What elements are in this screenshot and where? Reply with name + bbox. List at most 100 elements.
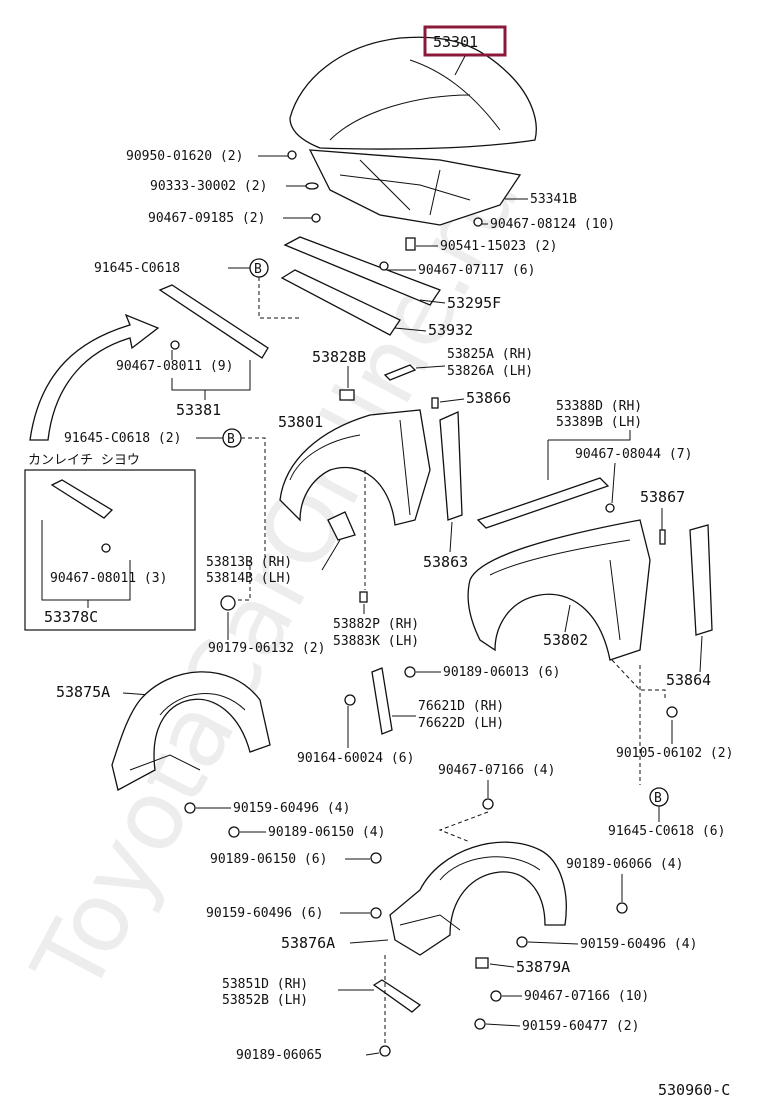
part-label-90467-08124[interactable]: 90467-08124 (10) (490, 217, 615, 232)
direction-arrow (29, 313, 160, 441)
part-label-90950[interactable]: 90950-01620 (2) (126, 149, 243, 164)
part-label-90179[interactable]: 90179-06132 (2) (208, 641, 325, 656)
seal-53381[interactable] (158, 284, 269, 359)
hood-part[interactable] (289, 36, 537, 150)
clip-icon (482, 798, 494, 810)
clip-icon (287, 150, 297, 160)
part-label-53388d[interactable]: 53388D (RH) (556, 399, 642, 414)
diagram-id: 530960-C (658, 1081, 730, 1099)
part-label-90159-60496-c[interactable]: 90159-60496 (4) (580, 937, 697, 952)
part-label-90189-06150-b[interactable]: 90189-06150 (6) (210, 852, 327, 867)
part-label-90159-60477[interactable]: 90159-60477 (2) (522, 1019, 639, 1034)
part-label-90189-06013[interactable]: 90189-06013 (6) (443, 665, 560, 680)
part-label-90467-08011[interactable]: 90467-08011 (9) (116, 359, 233, 374)
seal-icon (431, 397, 439, 409)
part-label-53867[interactable]: 53867 (640, 488, 685, 506)
part-label-91645-bot[interactable]: 91645-C0618 (6) (608, 824, 725, 839)
hood-inner-panel[interactable] (308, 149, 522, 226)
pad-icon (339, 389, 355, 401)
nut-icon (220, 595, 236, 611)
part-label-90467-07166-top[interactable]: 90467-07166 (4) (438, 763, 555, 778)
inset-title: カンレイチ シヨウ (28, 453, 140, 468)
part-label-91645-top[interactable]: 91645-C0618 (94, 261, 180, 276)
part-label-90467-07117[interactable]: 90467-07117 (6) (418, 263, 535, 278)
molding-53388d[interactable] (476, 477, 610, 529)
part-label-76622d[interactable]: 76622D (LH) (418, 716, 504, 731)
bumper-stop-icon (405, 237, 416, 251)
part-label-90467-09185[interactable]: 90467-09185 (2) (148, 211, 265, 226)
part-label-53802[interactable]: 53802 (543, 631, 588, 649)
clip-icon (370, 907, 382, 919)
part-label-53932[interactable]: 53932 (428, 321, 473, 339)
bolt-icon (616, 902, 628, 914)
part-label-90189-06065[interactable]: 90189-06065 (236, 1048, 322, 1063)
inset-part-53378c[interactable] (50, 479, 114, 519)
clip-icon (170, 340, 180, 350)
part-label-90159-60496-a[interactable]: 90159-60496 (4) (233, 801, 350, 816)
bracket-icon (327, 511, 356, 541)
part-label-53341b[interactable]: 53341B (530, 192, 577, 207)
seal-53863[interactable] (439, 411, 463, 521)
part-label-90189-06150-a[interactable]: 90189-06150 (4) (268, 825, 385, 840)
part-label-53825a[interactable]: 53825A (RH) (447, 347, 533, 362)
bolt-icon (344, 694, 356, 706)
part-label-53828b[interactable]: 53828B (312, 348, 366, 366)
part-label-53882p[interactable]: 53882P (RH) (333, 617, 419, 632)
fender-53801[interactable] (279, 409, 431, 526)
bracket-icon (372, 979, 422, 1013)
part-label-90467-08044[interactable]: 90467-08044 (7) (575, 447, 692, 462)
seal-53932[interactable] (280, 269, 401, 336)
part-label-90189-06066[interactable]: 90189-06066 (4) (566, 857, 683, 872)
clip-icon (101, 543, 111, 553)
part-label-53866[interactable]: 53866 (466, 389, 511, 407)
part-label-90467-07166-bot[interactable]: 90467-07166 (10) (524, 989, 649, 1004)
part-label-53879a[interactable]: 53879A (516, 958, 570, 976)
clip-icon (359, 591, 368, 603)
seal-icon (659, 529, 666, 545)
liner-53876a[interactable] (389, 841, 567, 956)
part-label-53301[interactable]: 53301 (433, 33, 478, 51)
part-label-53851d[interactable]: 53851D (RH) (222, 977, 308, 992)
part-label-53876a[interactable]: 53876A (281, 934, 335, 952)
ref-b-label: B (227, 432, 235, 447)
part-label-53295f[interactable]: 53295F (447, 294, 501, 312)
part-label-90164[interactable]: 90164-60024 (6) (297, 751, 414, 766)
part-label-90467-08011-inset[interactable]: 90467-08011 (3) (50, 571, 167, 586)
bolt-icon (379, 1045, 391, 1057)
part-label-91645-mid[interactable]: 91645-C0618 (2) (64, 431, 181, 446)
cushion-icon (305, 182, 319, 190)
part-label-53813b[interactable]: 53813B (RH) (206, 555, 292, 570)
bolt-icon (666, 706, 678, 718)
seal-53864[interactable] (689, 524, 713, 636)
clip-icon (379, 261, 389, 271)
part-label-53875a[interactable]: 53875A (56, 683, 110, 701)
clip-icon (490, 990, 502, 1002)
part-label-90333[interactable]: 90333-30002 (2) (150, 179, 267, 194)
part-label-90541[interactable]: 90541-15023 (2) (440, 239, 557, 254)
part-label-53378c[interactable]: 53378C (44, 608, 98, 626)
part-label-53852b[interactable]: 53852B (LH) (222, 993, 308, 1008)
part-label-53389b[interactable]: 53389B (LH) (556, 415, 642, 430)
part-label-90105[interactable]: 90105-06102 (2) (616, 746, 733, 761)
part-label-53814b[interactable]: 53814B (LH) (206, 571, 292, 586)
bolt-icon (228, 826, 240, 838)
part-label-53863[interactable]: 53863 (423, 553, 468, 571)
clip-icon (184, 802, 196, 814)
part-label-53883k[interactable]: 53883K (LH) (333, 634, 419, 649)
bolt-icon (370, 852, 382, 864)
liner-53875a[interactable] (111, 671, 271, 791)
clip-icon (516, 936, 528, 948)
part-label-90159-60496-b[interactable]: 90159-60496 (6) (206, 906, 323, 921)
inset-box (24, 469, 196, 631)
clip-icon (605, 503, 615, 513)
seal-53295f[interactable] (283, 236, 441, 306)
part-label-53826a[interactable]: 53826A (LH) (447, 364, 533, 379)
part-label-53864[interactable]: 53864 (666, 671, 711, 689)
bracket-76621d[interactable] (371, 667, 393, 735)
part-label-76621d[interactable]: 76621D (RH) (418, 699, 504, 714)
bracket-icon (383, 364, 417, 381)
part-label-53801[interactable]: 53801 (278, 413, 323, 431)
part-label-53381[interactable]: 53381 (176, 401, 221, 419)
fender-53802[interactable] (467, 519, 651, 661)
